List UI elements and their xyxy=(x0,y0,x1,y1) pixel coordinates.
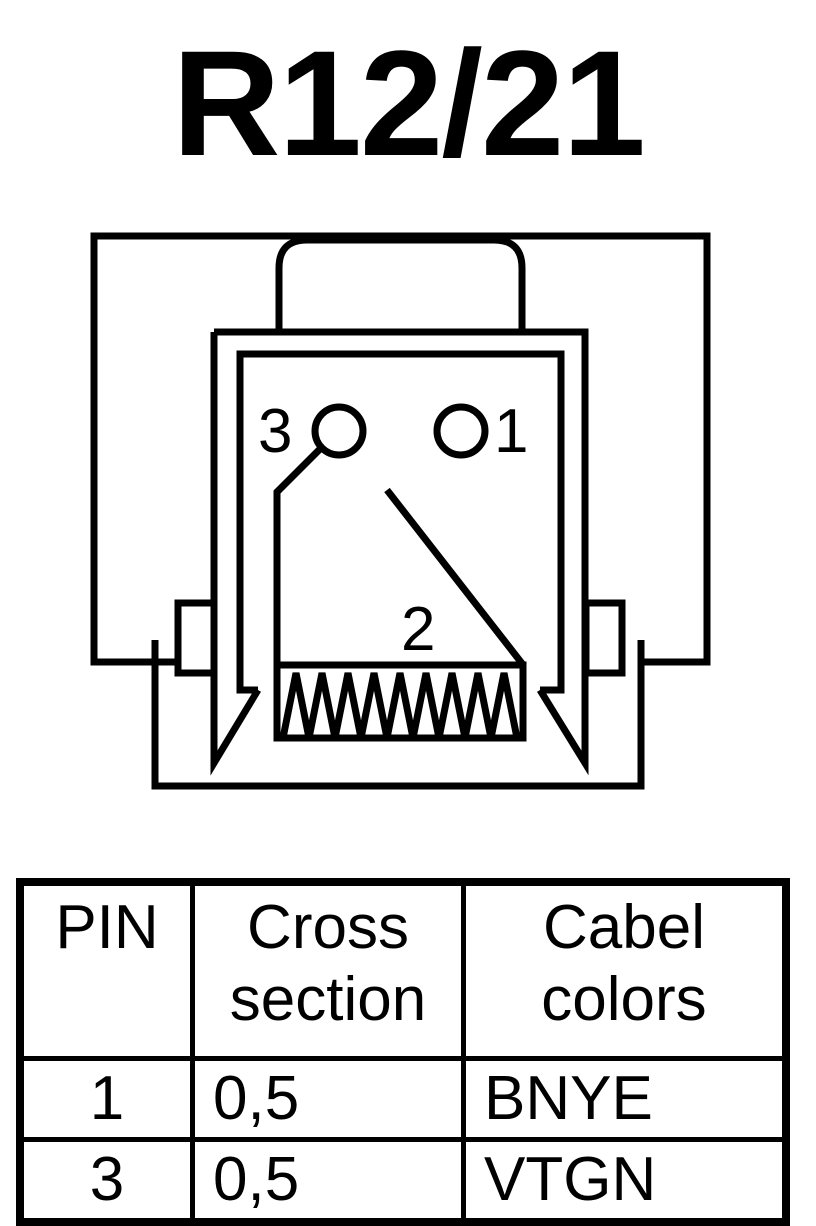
pin-table-header-row: PIN Cross section Cabel colors xyxy=(17,879,789,1061)
insert-outer-outline xyxy=(214,328,589,776)
pin-1-contact xyxy=(433,403,489,459)
right-latch xyxy=(582,599,626,677)
table-row: 3 0,5 VTGN xyxy=(17,1137,789,1225)
header-cross-section-line2: section xyxy=(229,965,427,1034)
row-cable-colors: BNYE xyxy=(461,1056,789,1142)
pin-2-lead xyxy=(384,487,527,669)
row-pin: 1 xyxy=(17,1056,195,1142)
insert-inner-outline xyxy=(236,350,565,694)
pin-3-contact xyxy=(311,403,367,459)
header-cable-colors-line2: colors xyxy=(541,965,707,1034)
bottom-cradle xyxy=(151,640,645,790)
outer-housing-outline xyxy=(90,232,711,666)
left-latch xyxy=(174,599,218,677)
top-tab xyxy=(275,236,526,330)
header-cross-section-line1: Cross xyxy=(247,893,409,962)
connector-title: R12/21 xyxy=(172,19,646,187)
spring-contact-frame xyxy=(273,661,527,742)
row-cable-colors: VTGN xyxy=(461,1137,789,1225)
header-cable-colors: Cabel colors xyxy=(461,879,789,1061)
row-cross-section: 0,5 xyxy=(190,1137,466,1225)
spring-contact-zigzag xyxy=(279,672,521,739)
header-cable-colors-line1: Cabel xyxy=(543,893,705,962)
table-row: 1 0,5 BNYE xyxy=(17,1056,789,1142)
pin-3-lead xyxy=(273,445,324,665)
pin-2-label: 2 xyxy=(401,595,435,664)
pin-table: PIN Cross section Cabel colors 1 0,5 BNY… xyxy=(16,878,790,1226)
header-pin: PIN xyxy=(17,879,195,1061)
connector-diagram: 3 1 2 xyxy=(90,232,711,790)
header-cross-section: Cross section xyxy=(190,879,466,1061)
row-pin: 3 xyxy=(17,1137,195,1225)
header-pin-label: PIN xyxy=(55,893,159,962)
insert-outer-outline-left xyxy=(210,332,261,776)
row-cross-section: 0,5 xyxy=(190,1056,466,1142)
pin-1-label: 1 xyxy=(494,397,528,466)
pin-3-label: 3 xyxy=(258,397,292,466)
